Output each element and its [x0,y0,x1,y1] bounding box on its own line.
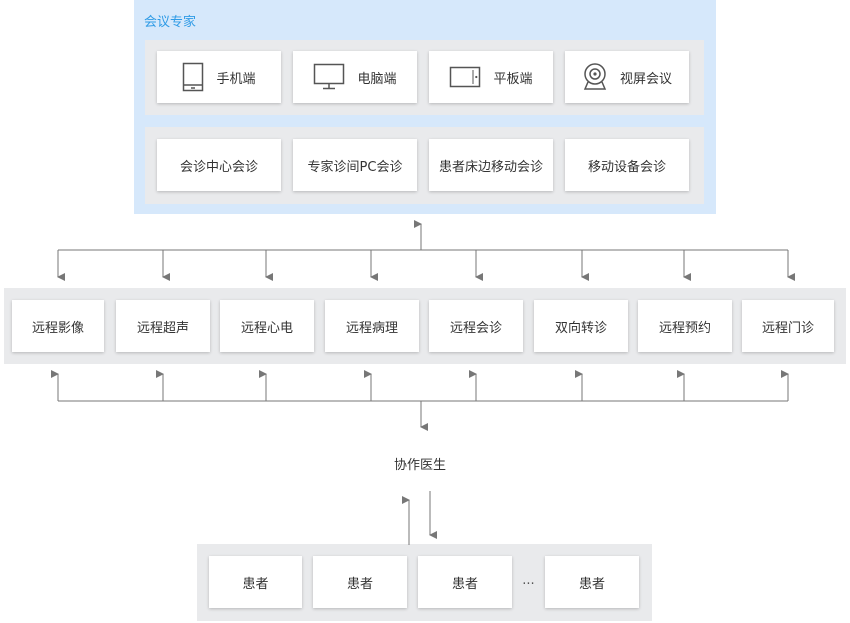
device-label-mobile: 手机端 [216,71,256,87]
service-card-ultrasound[interactable]: 远程超声 [116,300,210,352]
device-label-tablet: 平板端 [493,71,533,87]
service-card-referral[interactable]: 双向转诊 [534,300,628,352]
mode-card-pc[interactable]: 专家诊间PC会诊 [293,139,417,191]
webcam-icon [582,62,608,92]
service-row: 远程影像 远程超声 远程心电 远程病理 远程会诊 双向转诊 远程预约 远程门诊 [4,288,846,364]
expert-panel: 会议专家 手机端 电脑端 平板端 视屏会议 会诊中心会诊 [134,0,716,214]
patient-ellipsis: ... [522,573,535,588]
mode-card-center[interactable]: 会诊中心会诊 [157,139,281,191]
mobile-phone-icon [182,62,204,92]
service-card-outpatient[interactable]: 远程门诊 [742,300,834,352]
mode-card-bedside[interactable]: 患者床边移动会诊 [429,139,553,191]
service-card-pathology[interactable]: 远程病理 [325,300,419,352]
mode-card-mobile-device[interactable]: 移动设备会诊 [565,139,689,191]
tablet-icon [449,66,481,88]
desktop-monitor-icon [313,63,345,91]
device-label-desktop: 电脑端 [357,71,397,87]
service-card-consultation[interactable]: 远程会诊 [429,300,523,352]
device-card-desktop[interactable]: 电脑端 [293,51,417,103]
patient-card[interactable]: 患者 [418,556,512,608]
device-label-video: 视屏会议 [619,71,672,87]
patient-card[interactable]: 患者 [313,556,407,608]
mode-row: 会诊中心会诊 专家诊间PC会诊 患者床边移动会诊 移动设备会诊 [145,127,704,204]
device-card-tablet[interactable]: 平板端 [429,51,553,103]
patient-card[interactable]: 患者 [545,556,639,608]
device-card-video[interactable]: 视屏会议 [565,51,689,103]
device-card-mobile[interactable]: 手机端 [157,51,281,103]
service-card-imaging[interactable]: 远程影像 [12,300,104,352]
expert-panel-title: 会议专家 [144,15,197,30]
patient-row: 患者 患者 患者 ... 患者 [197,544,652,621]
service-card-ecg[interactable]: 远程心电 [220,300,314,352]
patient-card[interactable]: 患者 [209,556,302,608]
device-row: 手机端 电脑端 平板端 视屏会议 [145,40,704,115]
service-card-appointment[interactable]: 远程预约 [638,300,732,352]
collaborating-doctor-label: 协作医生 [393,458,446,473]
